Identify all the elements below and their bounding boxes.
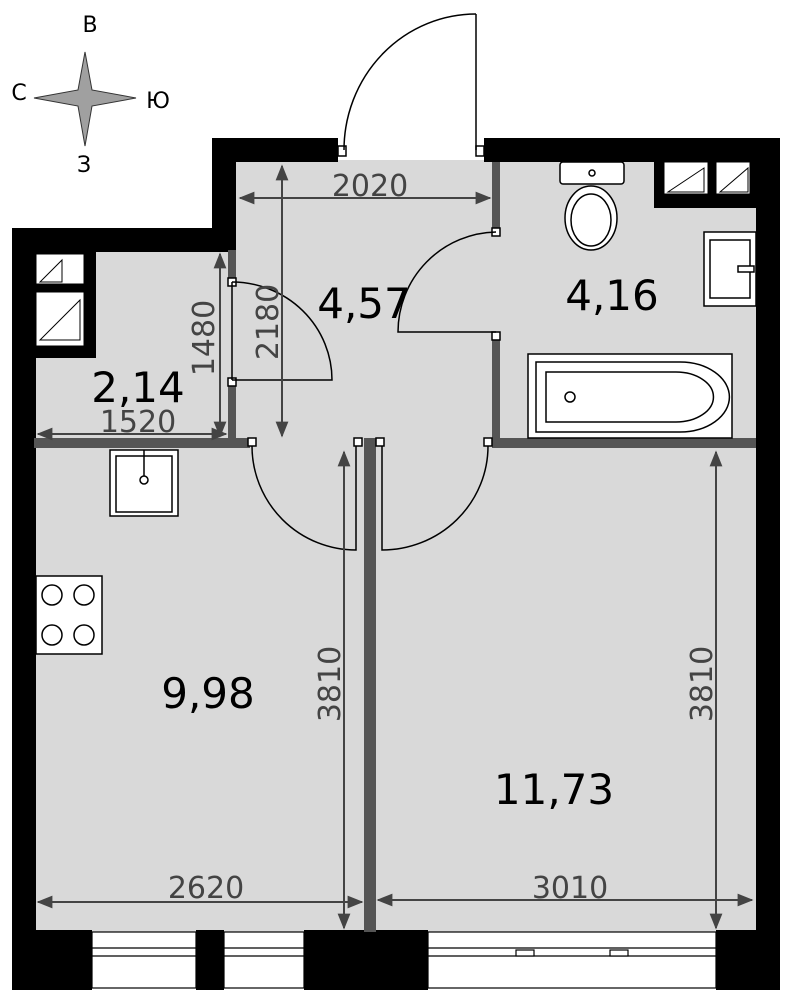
room-area-labels: 2,14 4,57 4,16 9,98 11,73 [91, 271, 659, 814]
area-kitchen: 9,98 [161, 669, 255, 718]
area-storage: 2,14 [91, 363, 185, 412]
area-living: 11,73 [494, 765, 614, 814]
washbasin-icon [703, 231, 757, 307]
compass-north-label: В [82, 13, 97, 38]
dim-kitchen-depth: 3810 [313, 646, 348, 722]
area-bathroom: 4,16 [565, 271, 659, 320]
entrance-door[interactable] [337, 13, 485, 157]
exterior-walls [12, 138, 780, 990]
dim-hall-width: 2020 [332, 169, 408, 204]
windows [91, 931, 717, 989]
dim-hall-depth: 2180 [251, 284, 286, 360]
bathtub-icon [527, 353, 733, 439]
dimension-labels: 2020 2180 1480 1520 3810 2620 3810 3010 [100, 169, 720, 906]
dim-living-depth: 3810 [685, 646, 720, 722]
sink-icon [109, 449, 179, 517]
toilet-icon [559, 161, 625, 251]
bathroom-fixtures [527, 161, 757, 439]
dim-storage-depth: 1480 [187, 300, 222, 376]
compass-east-label: Ю [146, 89, 170, 114]
dimension-lines [36, 164, 754, 930]
compass-west-label: С [11, 81, 26, 106]
window-kitchen-left [91, 931, 197, 989]
dim-living-width: 3010 [532, 871, 608, 906]
stove-icon [35, 575, 103, 655]
area-hall: 4,57 [317, 279, 411, 328]
interior-partitions [34, 162, 756, 932]
dim-storage-width: 1520 [100, 405, 176, 440]
doors [227, 13, 501, 551]
floor-area [34, 160, 756, 932]
kitchen-fixtures [35, 449, 179, 655]
window-living [427, 931, 717, 989]
window-kitchen-right [223, 931, 305, 989]
vent-shaft [663, 161, 751, 195]
storage-door[interactable] [227, 277, 333, 387]
compass-rose: В С Ю З [11, 13, 170, 178]
compass-south-label: З [77, 153, 91, 178]
dim-kitchen-width: 2620 [168, 871, 244, 906]
storage-cabinets [35, 252, 96, 358]
compass-star-icon [33, 51, 137, 147]
bathroom-door[interactable] [397, 227, 501, 341]
living-room-door[interactable] [375, 437, 493, 551]
